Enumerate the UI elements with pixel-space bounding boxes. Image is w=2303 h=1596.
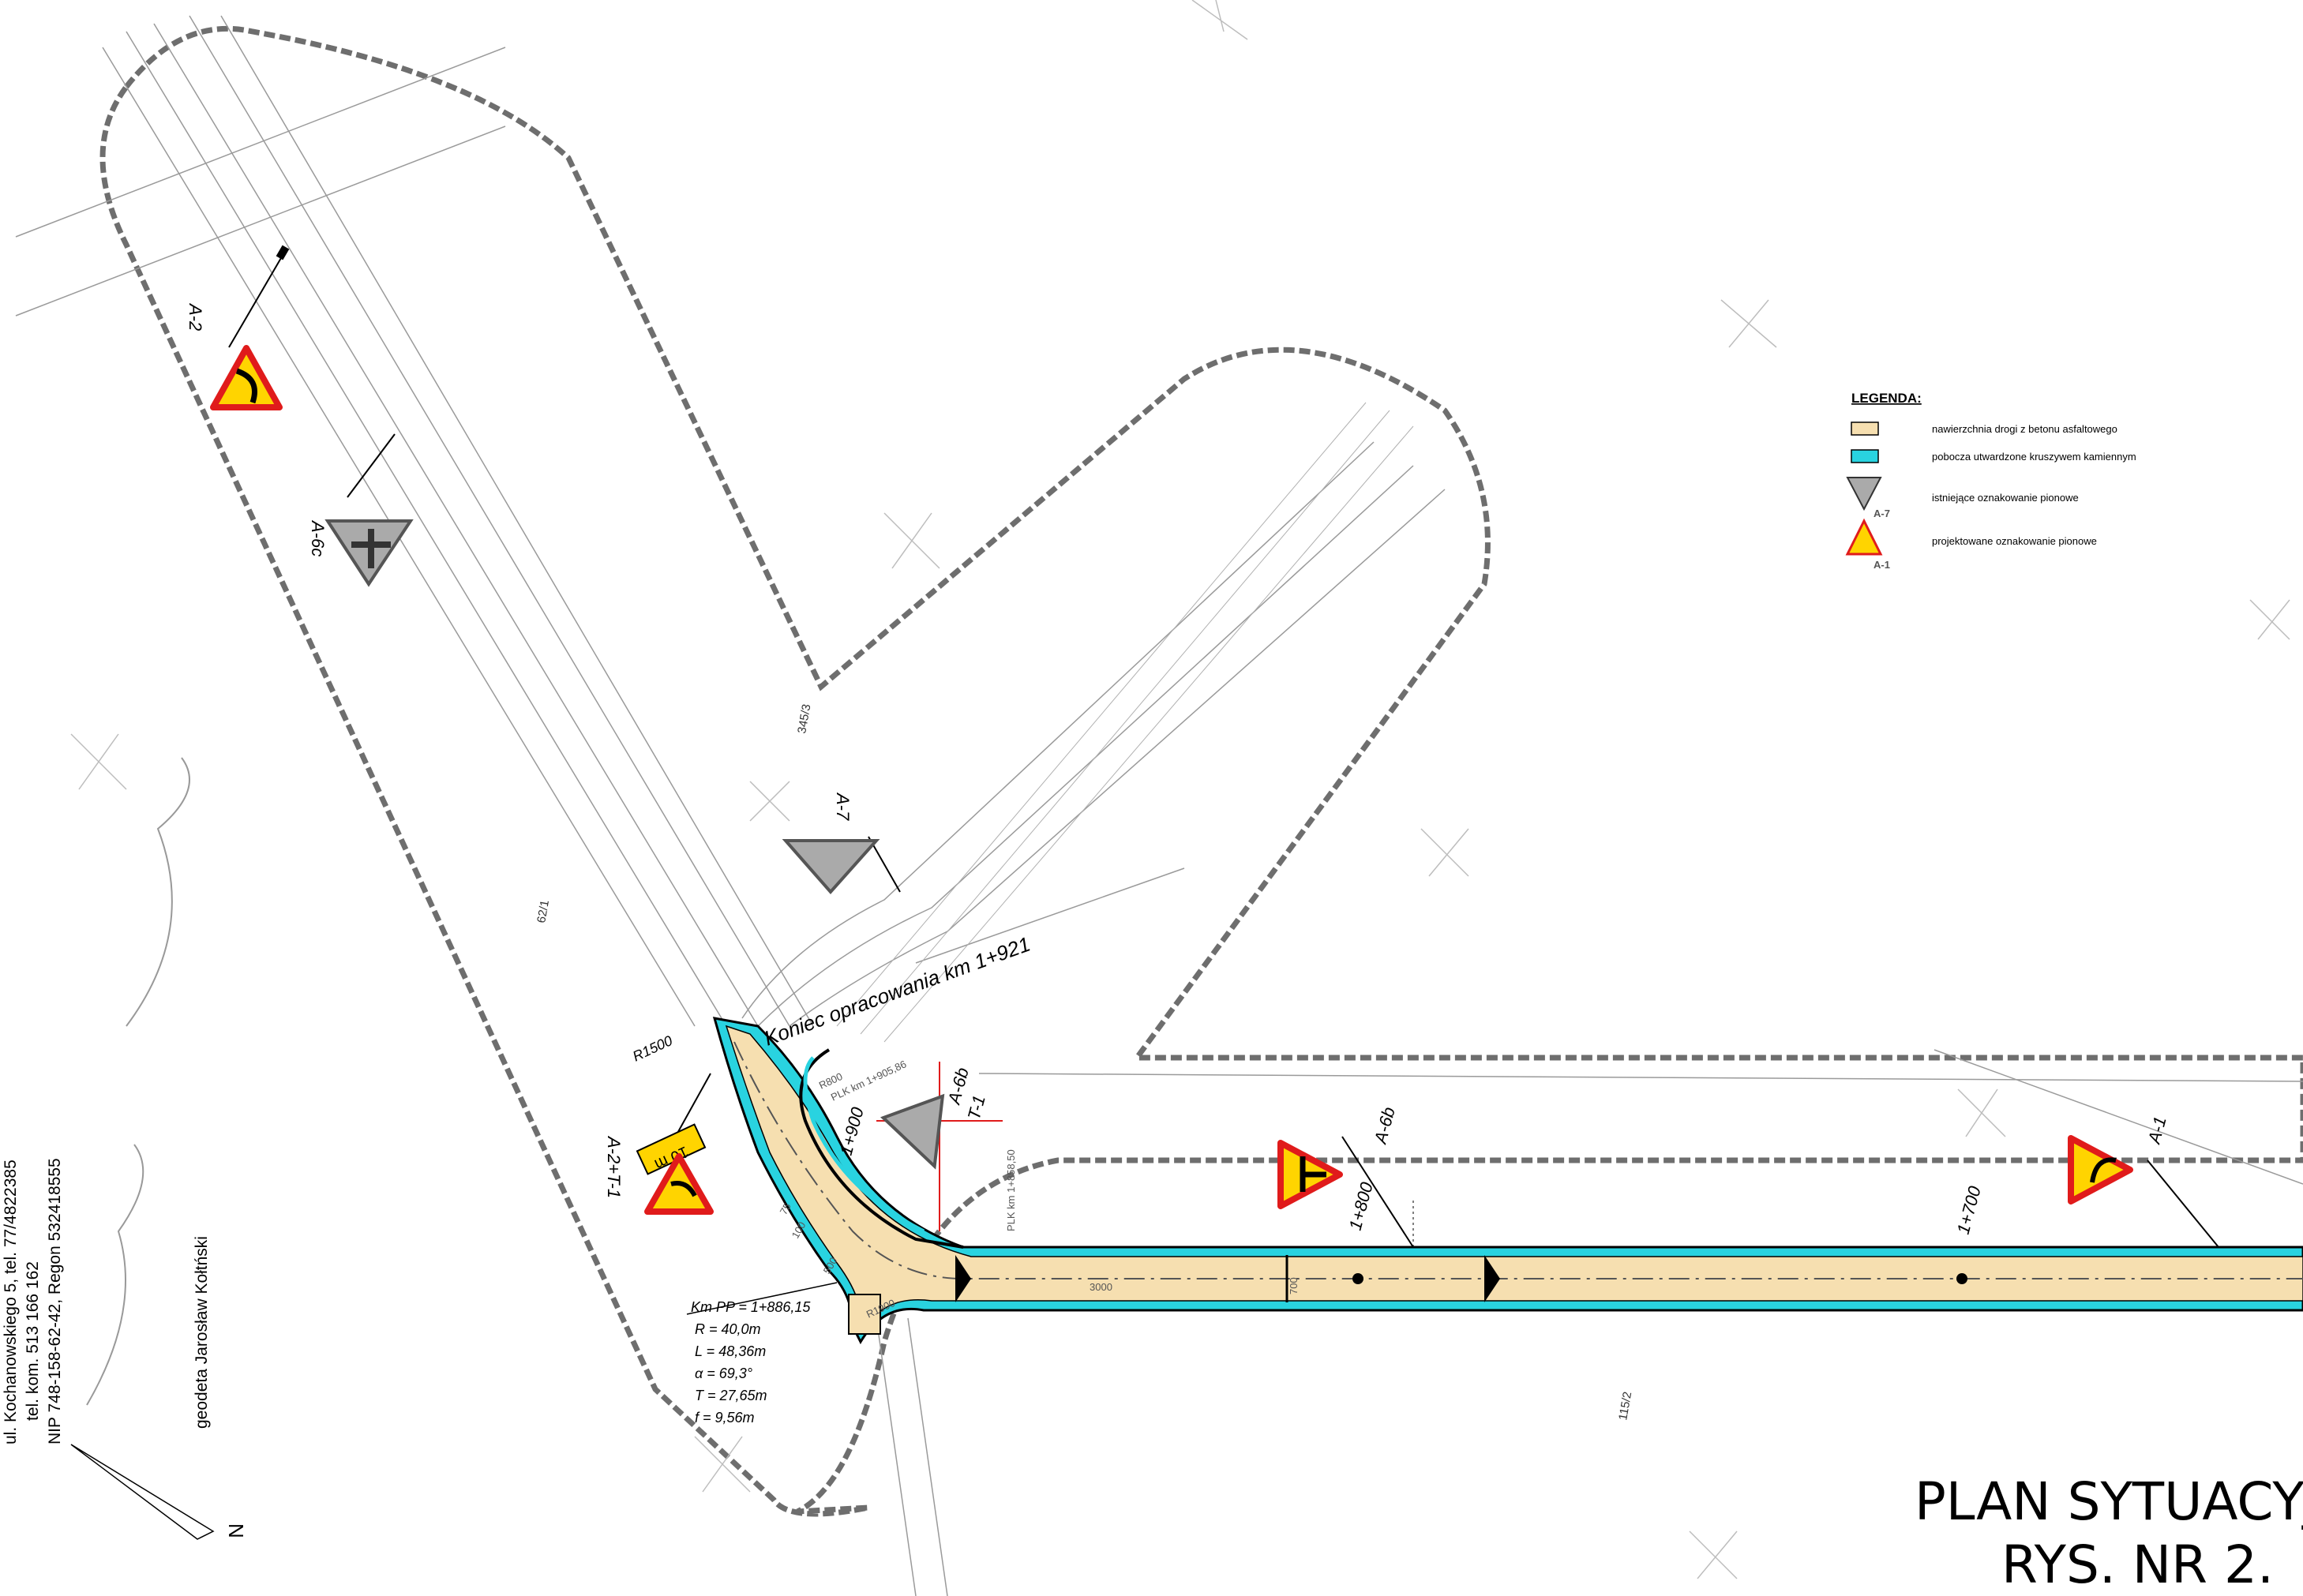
stamp-line4: geodeta Jarosław Kołtński	[193, 1236, 211, 1429]
grid-crosses	[70, 0, 2290, 1579]
radius-1500: R1500	[630, 1032, 675, 1065]
signature-scribble-2	[126, 757, 190, 1027]
stamp-line3: NIP 748-158-62-42, Regon 532418555	[46, 1158, 64, 1444]
junction-tail	[848, 1294, 881, 1335]
legend-title: LEGENDA:	[1851, 391, 1922, 406]
study-area-boundary	[99, 25, 2303, 1517]
intersection-icon	[351, 529, 391, 568]
curve-l: L = 48,36m	[695, 1343, 766, 1359]
sign-a7-code: A-7	[833, 792, 853, 821]
title-line1: PLAN SYTUACYJNY	[1915, 1471, 2303, 1532]
sign-a6b-existing: A-6b T-1	[876, 1062, 1003, 1231]
sign-a7: A-7	[782, 792, 901, 895]
end-of-study-label: Koniec opracowania km 1+921	[761, 932, 1033, 1051]
curve-f: f = 9,56m	[695, 1410, 755, 1426]
legend-item-new-sign: projektowane oznakowanie pionowe	[1932, 535, 2097, 547]
sign-a1: A-1	[2068, 1115, 2219, 1248]
curve-icon	[235, 368, 257, 404]
legend-new-sign-icon	[1845, 518, 1883, 556]
curve-icon	[2090, 1157, 2117, 1183]
sign-a6c-code: A-6c	[308, 519, 328, 556]
surveyor-stamp: ul. Kochanowskiego 5, tel. 77/4822385 te…	[2, 757, 211, 1444]
legend-item-shoulder: pobocza utwardzone kruszywem kamiennym	[1932, 451, 2136, 463]
parcel-115-2: 115/2	[1616, 1391, 1634, 1422]
parcel-62-1: 62/1	[534, 899, 552, 924]
legend-item-asphalt: nawierzchnia drogi z betonu asfaltowego	[1932, 423, 2117, 435]
curve-params: Km PP = 1+886,15 R = 40,0m L = 48,36m α …	[686, 1282, 838, 1426]
curve-r: R = 40,0m	[695, 1321, 761, 1337]
curve-km-pp: Km PP = 1+886,15	[691, 1299, 811, 1315]
sign-a1-code: A-1	[2144, 1115, 2170, 1147]
dim-75: 75	[778, 1201, 793, 1216]
north-label: N	[224, 1523, 248, 1538]
curve-alpha: α = 69,3°	[695, 1366, 752, 1381]
sign-a2-t1: 10 m A-2+T-1	[604, 1073, 714, 1215]
dim-3000: 3000	[1090, 1281, 1112, 1293]
legend-existing-sign-icon	[1846, 477, 1882, 511]
curve-icon	[670, 1181, 697, 1197]
road-centerline	[733, 1041, 2303, 1279]
parcel-345-3: 345/3	[795, 703, 813, 735]
signature-scribble	[86, 1144, 144, 1406]
legend-item-existing-sign: istniejące oznakowanie pionowe	[1932, 492, 2079, 504]
chainage-1800: 1+800	[1345, 1179, 1377, 1232]
intersection-icon	[1300, 1156, 1326, 1192]
chainage-1900: 1+900	[836, 1104, 868, 1157]
sign-a6c: A-6c	[308, 433, 414, 587]
title-line2: RYS. NR 2.	[2001, 1534, 2274, 1595]
chainage-markers	[955, 1200, 1967, 1302]
sign-a2: A-2	[186, 245, 290, 410]
dim-700: 700	[1288, 1277, 1300, 1294]
curve-t: T = 27,65m	[695, 1388, 767, 1403]
legend-shoulder-swatch	[1851, 449, 1879, 463]
annotations: Koniec opracowania km 1+921 1+900 1+800 …	[70, 703, 1985, 1540]
legend: LEGENDA: nawierzchnia drogi z betonu asf…	[1845, 391, 2136, 571]
sign-a2-t1-code: A-2+T-1	[604, 1135, 624, 1198]
stamp-line1: ul. Kochanowskiego 5, tel. 77/4822385	[2, 1160, 20, 1444]
north-arrow-icon	[70, 1444, 215, 1540]
legend-sample-top-code: A-7	[1874, 508, 1890, 519]
drawing-title: PLAN SYTUACYJNY RYS. NR 2.	[1915, 1471, 2303, 1595]
existing-road-lines	[15, 15, 2303, 1596]
plk-km-2: PLK km 1+858,50	[1005, 1149, 1017, 1231]
sign-t1-code: T-1	[964, 1093, 989, 1122]
right-turn-shoulder	[803, 1056, 925, 1234]
legend-asphalt-swatch	[1851, 421, 1879, 436]
stamp-line2: tel. kom. 513 166 162	[24, 1261, 42, 1421]
sign-a6b-new-code: A-6b	[1370, 1105, 1399, 1147]
paving-hatch	[836, 402, 1414, 1043]
sign-a2-code: A-2	[186, 302, 205, 331]
legend-sample-bottom-code: A-1	[1874, 559, 1890, 571]
chainage-1700: 1+700	[1953, 1183, 1985, 1236]
